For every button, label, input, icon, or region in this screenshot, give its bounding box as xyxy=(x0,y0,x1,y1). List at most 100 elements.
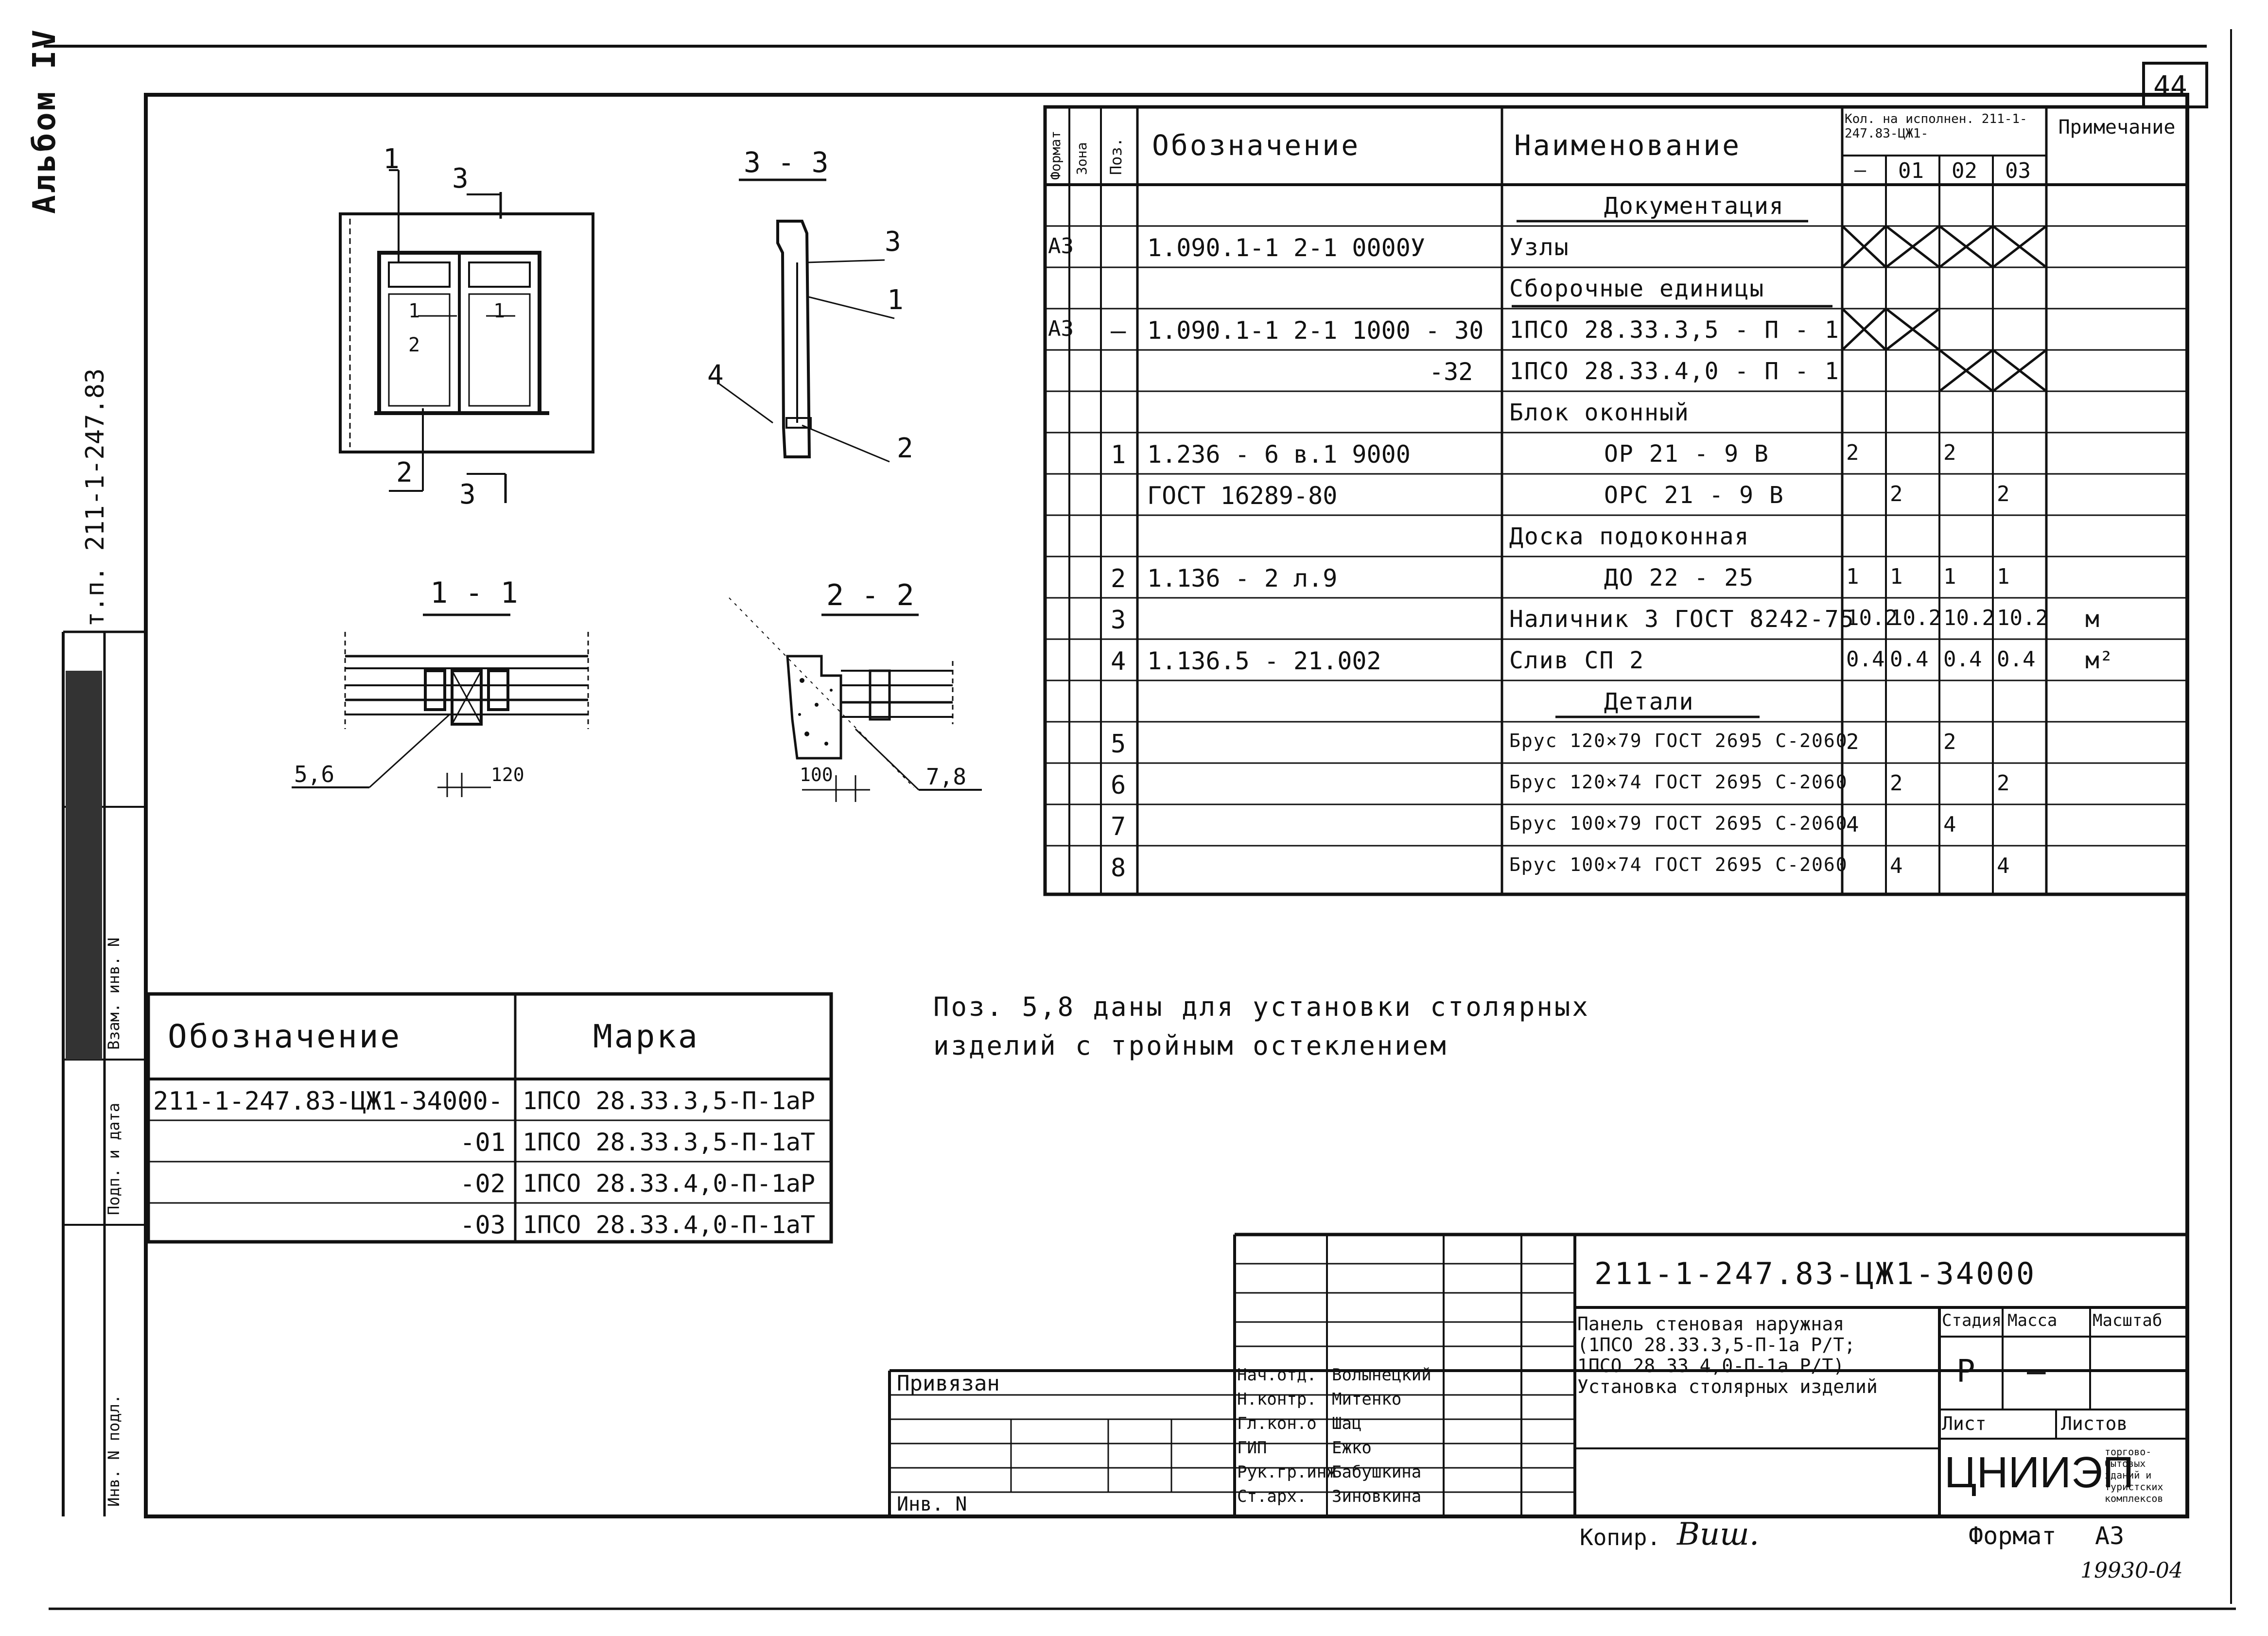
spec-row-qty: 0.4 xyxy=(1846,647,1885,672)
spec-row-name: Узлы xyxy=(1509,234,1570,261)
marks-row-designation: -03 xyxy=(460,1211,506,1240)
title-line-3: 1ПСО 28.33.4,0-П-1а Р/Т) xyxy=(1577,1355,1845,1376)
spec-row-designation: -32 xyxy=(1429,358,1473,386)
note-line-2: изделий с тройным остеклением xyxy=(933,1030,1448,1061)
spec-row-name: Детали xyxy=(1604,688,1694,715)
marks-row-mark: 1ПСО 28.33.3,5-П-1аР xyxy=(523,1087,816,1115)
spec-row-pos: — xyxy=(1111,316,1126,346)
spec-row-name: Доска подоконная xyxy=(1509,523,1750,550)
marks-row-designation: -02 xyxy=(460,1169,506,1199)
spec-row-pos: 2 xyxy=(1111,564,1126,593)
spec-row-designation: 1.136 - 2 л.9 xyxy=(1147,564,1338,592)
marks-header-designation: Обозначение xyxy=(168,1018,402,1055)
title-line-2: (1ПСО 28.33.3,5-П-1а Р/Т; xyxy=(1577,1334,1855,1356)
spec-row-qty: 10.2 xyxy=(1890,606,1941,630)
spec-row-name: Брус 100×74 ГОСТ 2695 С-2060 xyxy=(1509,854,1848,875)
spec-row-name: Документация xyxy=(1604,192,1784,220)
section-2-2-dim: 100 xyxy=(800,764,833,785)
spec-row-name: Блок оконный xyxy=(1509,399,1690,426)
signature-role: Нач.отд. xyxy=(1237,1365,1317,1385)
spec-row-qty: 4 xyxy=(1997,853,2010,878)
signature-role: Ст.арх. xyxy=(1237,1487,1307,1506)
spec-row-format: А3 xyxy=(1048,234,1074,259)
spec-row-name: ОРС 21 - 9 В xyxy=(1604,482,1784,509)
signature-role: Н.контр. xyxy=(1237,1390,1317,1409)
binding-strip-fill xyxy=(66,671,102,1060)
marks-row-designation: -01 xyxy=(460,1128,506,1157)
spec-row-qty: 2 xyxy=(1846,440,1859,465)
page-number: 44 xyxy=(2153,70,2187,103)
spec-row-qty: 4 xyxy=(1846,812,1859,837)
signature-role: ГИП xyxy=(1237,1438,1267,1458)
section-3-3-callout-3: 3 xyxy=(885,226,901,258)
spec-row-pos: 7 xyxy=(1111,812,1126,841)
spec-header-qty: Кол. на исполнен. 211-1-247.83-ЦЖ1- xyxy=(1845,112,2027,141)
inventory-label: Инв. N xyxy=(897,1493,967,1515)
spec-row-name: Слив СП 2 xyxy=(1509,647,1645,674)
spec-header-note: Примечание xyxy=(2058,116,2176,139)
marks-row-designation: 211-1-247.83-ЦЖ1-34000- xyxy=(153,1087,504,1116)
spec-row-note: м² xyxy=(2085,647,2113,674)
signature-role: Гл.кон.о xyxy=(1237,1414,1317,1433)
spec-row-designation: ГОСТ 16289-80 xyxy=(1147,482,1338,510)
spec-row-qty: 2 xyxy=(1997,482,2010,506)
spec-row-qty: 2 xyxy=(1943,730,1956,754)
organization-note: торгово-бытовых зданий и туристских комп… xyxy=(2105,1446,2163,1504)
facade-callout-2: 2 xyxy=(396,457,413,488)
spec-row-qty: 10.2 xyxy=(1997,606,2048,630)
spec-header-zone: Зона xyxy=(1074,142,1090,175)
sheets-label: Листов xyxy=(2061,1413,2128,1434)
spec-row-name: ОР 21 - 9 В xyxy=(1604,440,1769,468)
spec-row-designation: 1.236 - 6 в.1 9000 xyxy=(1147,440,1411,469)
copied-signature: Виш. xyxy=(1677,1516,1760,1552)
section-2-2-title: 2 - 2 xyxy=(826,578,914,612)
spec-row-name: 1ПСО 28.33.4,0 - П - 1 xyxy=(1509,358,1840,385)
sheet-label: Лист xyxy=(1942,1413,1987,1434)
facade-cut-3-top: 3 xyxy=(452,163,469,194)
signature-name: Шац xyxy=(1332,1414,1362,1433)
spec-row-qty: 1 xyxy=(1890,564,1903,589)
bound-label: Привязан xyxy=(897,1371,1000,1396)
section-3-3-callout-4: 4 xyxy=(707,360,724,391)
spec-row-qty: 10.2 xyxy=(1943,606,1995,630)
note-line-1: Поз. 5,8 даны для установки столярных xyxy=(933,992,1590,1022)
spec-row-qty: 0.4 xyxy=(1890,647,1929,672)
spec-row-note: м xyxy=(2085,606,2099,633)
facade-cut-3-bottom: 3 xyxy=(459,479,476,510)
document-code: 211-1-247.83-ЦЖ1-34000 xyxy=(1594,1256,2037,1291)
spec-row-pos: 3 xyxy=(1111,606,1126,635)
facade-glass-2: 1 xyxy=(493,300,506,322)
spec-row-name: Брус 120×74 ГОСТ 2695 С-2060 xyxy=(1509,771,1848,793)
spec-row-qty: 4 xyxy=(1890,853,1903,878)
mass-label: Масса xyxy=(2007,1311,2058,1330)
stage-value: Р xyxy=(1956,1354,1975,1390)
scale-label: Масштаб xyxy=(2093,1311,2163,1330)
facade-callout-1: 1 xyxy=(383,143,400,175)
spec-row-qty: 2 xyxy=(1997,771,2010,796)
marks-header-mark: Марка xyxy=(593,1018,699,1055)
spec-header-format: Формат xyxy=(1047,130,1064,180)
stage-label: Стадия xyxy=(1942,1311,2002,1330)
spec-qty-col-base: — xyxy=(1854,159,1867,181)
spec-row-qty: 2 xyxy=(1943,440,1956,465)
side-label-inv: Инв. N подл. xyxy=(105,1394,123,1507)
spec-row-qty: 1 xyxy=(1943,564,1956,589)
organization-name: ЦНИИЭП xyxy=(1944,1448,2134,1497)
section-2-2-view xyxy=(729,597,982,802)
facade-glass-1: 1 xyxy=(408,300,420,322)
format-label: Формат xyxy=(1969,1522,2057,1550)
marks-row-mark: 1ПСО 28.33.4,0-П-1аТ xyxy=(523,1211,816,1239)
spec-row-pos: 8 xyxy=(1111,853,1126,883)
spec-header-pos: Поз. xyxy=(1107,137,1125,175)
format-value: А3 xyxy=(2095,1522,2125,1550)
spec-row-pos: 5 xyxy=(1111,730,1126,759)
section-1-1-pos-label: 5,6 xyxy=(294,761,335,787)
spec-header-designation: Обозначение xyxy=(1152,129,1361,162)
spec-row-qty: 2 xyxy=(1846,730,1859,754)
spec-crossed-cells xyxy=(1841,225,2047,392)
spec-qty-col-03: 03 xyxy=(2005,158,2031,183)
section-3-3-callout-2: 2 xyxy=(897,433,913,464)
spec-row-name: Брус 120×79 ГОСТ 2695 С-2060 xyxy=(1509,730,1848,751)
signature-name: Ежко xyxy=(1332,1438,1372,1458)
